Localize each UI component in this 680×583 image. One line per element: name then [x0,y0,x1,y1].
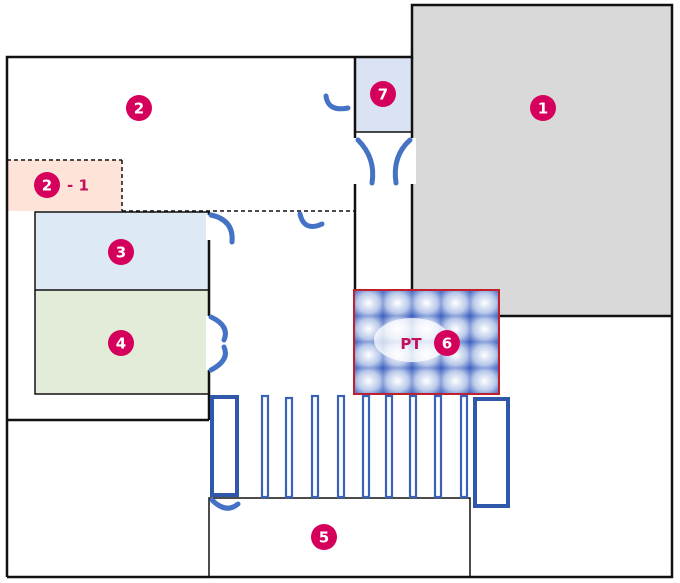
room-4-badge: 4 [108,330,134,356]
door-swing-icon [297,211,325,229]
mat-tile [354,368,383,394]
mat-tile [412,368,441,394]
door-swing-icon [392,137,413,186]
svg-text:6: 6 [442,335,452,353]
room-6-badge: PT 6 [400,330,460,356]
svg-text:2: 2 [42,177,52,195]
door-swing-icon [323,93,351,112]
mat-tile [441,290,470,316]
mat-tile [383,290,412,316]
room-1-badge: 1 [530,95,556,121]
mat-tile [383,368,412,394]
exercise-mat-icon [354,290,499,394]
door-swing-icon [208,344,228,373]
room-1-fill [412,5,672,316]
svg-text:5: 5 [319,529,329,547]
mat-tile [470,368,499,394]
door-swing-icon [208,314,228,343]
room-7-badge: 7 [370,81,396,107]
mat-tile [470,316,499,342]
room-2-1-badge: 2 - 1 [34,172,89,198]
svg-text:3: 3 [116,244,126,262]
mat-tile [441,368,470,394]
doors [208,93,413,511]
room-2-1-fill [7,160,122,211]
mat-tile [470,290,499,316]
room-3-badge: 3 [108,239,134,265]
mat-tile [354,290,383,316]
room-5-badge: 5 [311,524,337,550]
room-2-1-suffix: - 1 [67,177,89,195]
room-6-border [353,289,500,395]
mat-tile [470,342,499,368]
door-swing-icon [209,497,241,511]
svg-text:4: 4 [116,335,126,353]
svg-text:7: 7 [378,86,388,104]
pt-label: PT [400,335,422,353]
door-swing-icon [208,212,235,245]
svg-text:2: 2 [134,100,144,118]
mat-highlight [374,318,450,362]
mat-tile [412,290,441,316]
room-2-badge: 2 [126,95,152,121]
door-swing-icon [355,137,376,186]
svg-text:1: 1 [538,100,548,118]
parallel-bars-icon [210,394,510,508]
